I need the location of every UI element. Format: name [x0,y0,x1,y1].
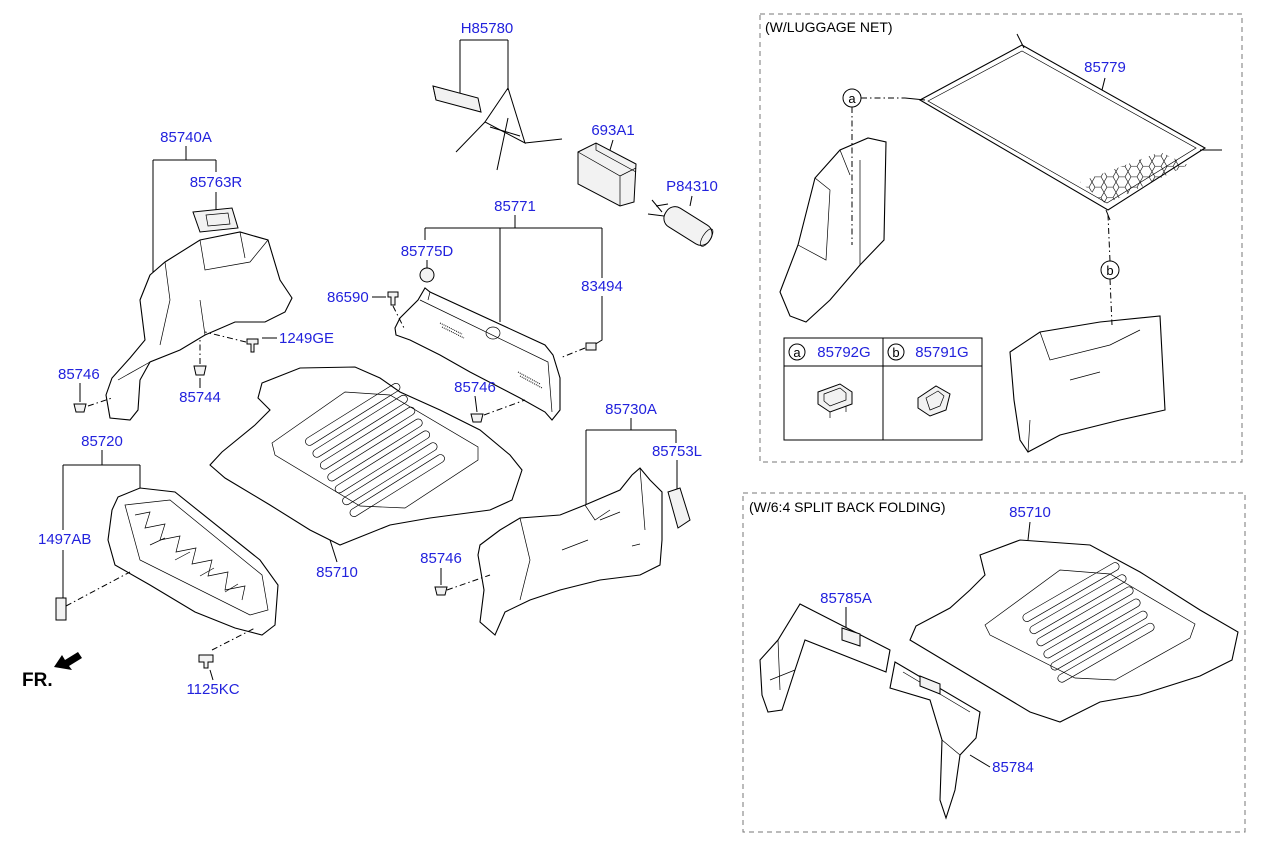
cover-85753l-drawing [667,487,691,529]
warning-triangle-drawing [432,39,563,171]
luggage-board-drawing [55,450,279,681]
front-direction-label: FR. [22,670,53,691]
callout-85775d[interactable]: 85775D [401,243,454,260]
callout-85740a[interactable]: 85740A [160,129,212,146]
split-folding-panel-title: (W/6:4 SPLIT BACK FOLDING) [749,499,946,515]
luggage-net-right-trim-drawing [1009,315,1166,453]
callout-85746-lower[interactable]: 85746 [420,550,462,567]
front-direction-arrow [54,652,82,670]
sticker-1497ab-drawing [55,597,67,621]
clip-85792g-drawing [817,383,853,418]
marker-b: b [1100,260,1120,280]
callout-85746-center[interactable]: 85746 [454,379,496,396]
split-left-trim-drawing [759,603,891,713]
luggage-floor-drawing [209,366,523,563]
callout-693a1[interactable]: 693A1 [591,122,634,139]
callout-83494[interactable]: 83494 [581,278,623,295]
callout-85730a[interactable]: 85730A [605,401,657,418]
luggage-net-panel: (W/LUGGAGE NET) a b 85779 [759,13,1243,463]
luggage-net-panel-border [759,13,1243,463]
marker-a: a [842,88,862,108]
callout-85744[interactable]: 85744 [179,389,221,406]
fastener-legend-table: a 85792G b 85791G [783,337,983,441]
split-floor-drawing [909,521,1239,723]
legend-marker-b: b [892,345,899,360]
callout-85710[interactable]: 85710 [316,564,358,581]
split-right-trim-drawing [889,661,991,820]
callout-85785a[interactable]: 85785A [820,590,872,607]
callout-86590[interactable]: 86590 [327,289,369,306]
callout-h85780[interactable]: H85780 [461,20,514,37]
clip-85791g-drawing [917,385,951,417]
callout-85791g[interactable]: 85791G [915,344,968,361]
callout-85792g[interactable]: 85792G [817,344,870,361]
callout-85720[interactable]: 85720 [81,433,123,450]
callout-85779[interactable]: 85779 [1084,59,1126,76]
luggage-net-drawing [904,33,1222,221]
luggage-net-left-wall-drawing [779,137,887,323]
right-side-trim-drawing [434,395,691,636]
callout-1125kc[interactable]: 1125KC [186,681,239,698]
legend-marker-a: a [793,345,801,360]
luggage-net-panel-title: (W/LUGGAGE NET) [765,19,893,35]
fire-extinguisher-drawing [647,195,714,247]
left-quarter-trim-drawing [105,146,293,421]
fasteners-left-drawing [73,331,277,413]
cover-85763r-drawing [192,207,239,233]
callout-85763r[interactable]: 85763R [190,174,243,191]
callout-85710-split[interactable]: 85710 [1009,504,1051,521]
first-aid-kit-drawing [577,139,637,207]
callout-85784[interactable]: 85784 [992,759,1034,776]
split-folding-panel: (W/6:4 SPLIT BACK FOLDING) [742,492,1246,833]
transverse-trim-drawing [372,215,603,421]
callout-85753l[interactable]: 85753L [652,443,702,460]
callout-1497ab[interactable]: 1497AB [38,531,91,548]
callout-85746-left[interactable]: 85746 [58,366,100,383]
callout-p84310[interactable]: P84310 [666,178,718,195]
marker-connector-lines [851,97,1113,326]
callout-1249ge[interactable]: 1249GE [279,330,334,347]
main-callouts: H85780 85740A 85763R 693A1 P84310 85771 … [22,20,718,698]
callout-85771[interactable]: 85771 [494,198,536,215]
marker-a-text: a [848,91,856,106]
split-folding-panel-border [742,492,1246,833]
marker-b-text: b [1106,263,1113,278]
